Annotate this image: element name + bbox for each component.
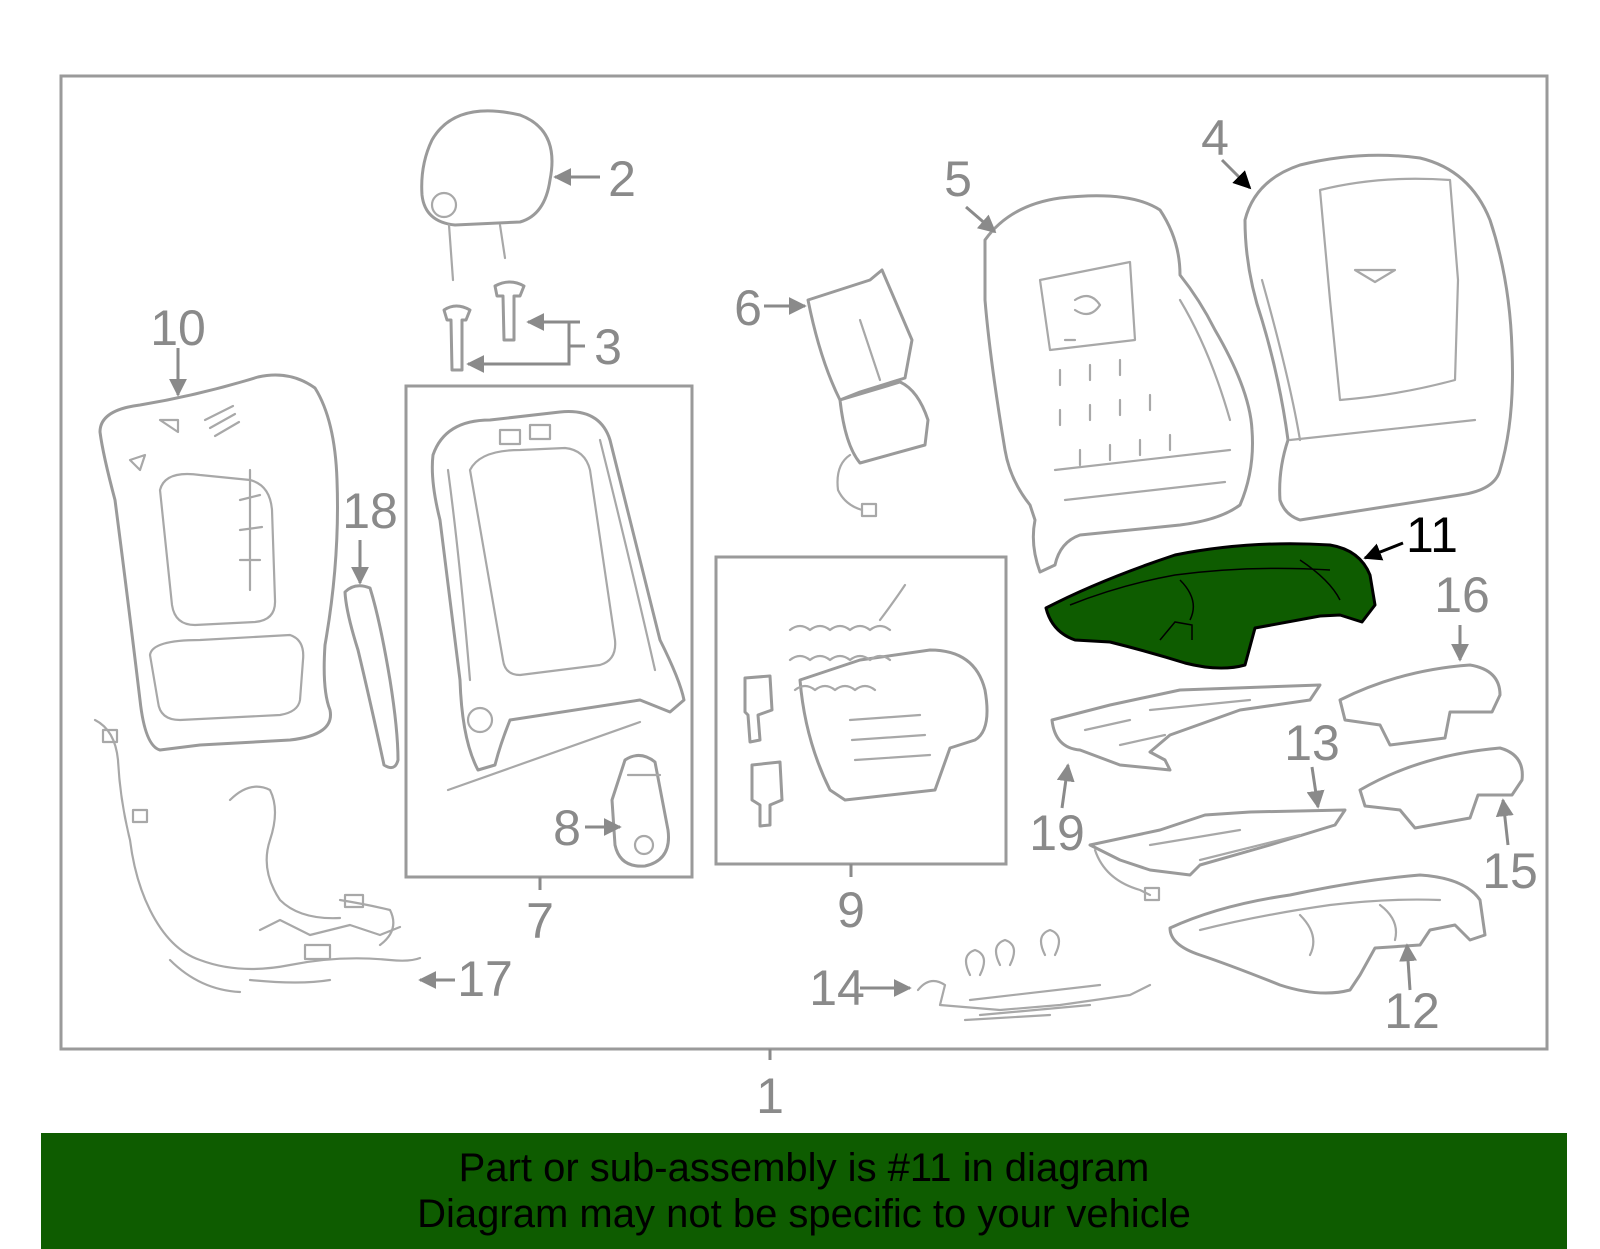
callout-18: 18	[342, 483, 398, 539]
bolster-trim-part-15[interactable]	[1358, 746, 1524, 830]
bolster-trim-part-16[interactable]	[1338, 663, 1502, 747]
callout-7: 7	[526, 893, 554, 949]
frame-subassembly-box-7	[404, 384, 694, 879]
callout-3: 3	[594, 319, 622, 375]
seatback-panel-part-10[interactable]	[98, 373, 339, 752]
seatback-pad-part-5[interactable]	[983, 194, 1254, 574]
side-trim-part-18[interactable]	[343, 584, 400, 770]
wiring-harness-part-17[interactable]	[93, 718, 422, 994]
callout-10: 10	[150, 300, 206, 356]
info-banner: Part or sub-assembly is #11 in diagram D…	[41, 1133, 1567, 1249]
motor-part-8[interactable]	[610, 754, 671, 868]
frame-subassembly-box-9	[714, 555, 1008, 866]
callout-15: 15	[1482, 843, 1538, 899]
callout-11: 11	[1406, 507, 1458, 563]
seatback-frame-part-7[interactable]	[430, 410, 686, 792]
callout-4: 4	[1201, 110, 1229, 166]
seat-wiring-part-14[interactable]	[916, 928, 1152, 1022]
heater-element-part-13[interactable]	[1088, 808, 1347, 902]
callout-1: 1	[756, 1068, 784, 1124]
heater-element-part-19[interactable]	[1050, 683, 1322, 772]
callout-13: 13	[1284, 715, 1340, 771]
callout-9: 9	[837, 882, 865, 938]
callout-16: 16	[1434, 567, 1490, 623]
banner-line-disclaimer: Diagram may not be specific to your vehi…	[417, 1192, 1191, 1236]
headrest-part-2[interactable]	[420, 109, 554, 282]
cushion-pad-part-11-highlighted[interactable]	[1044, 542, 1377, 670]
module-part-6[interactable]	[806, 268, 930, 518]
callout-17: 17	[457, 951, 513, 1007]
callout-8: 8	[553, 800, 581, 856]
callout-6: 6	[734, 280, 762, 336]
cushion-frame-part-9[interactable]	[743, 583, 989, 828]
banner-line-part-info: Part or sub-assembly is #11 in diagram	[458, 1146, 1150, 1190]
seatback-cover-part-4[interactable]	[1243, 153, 1514, 522]
headrest-guide-part-3[interactable]	[442, 280, 526, 372]
callout-2: 2	[608, 151, 636, 207]
callout-12: 12	[1384, 983, 1440, 1039]
callout-5: 5	[944, 151, 972, 207]
callout-19: 19	[1029, 805, 1085, 861]
callout-14: 14	[809, 960, 865, 1016]
assembly-frame	[59, 74, 1549, 1051]
seat-cushion-cover-part-12[interactable]	[1168, 873, 1487, 995]
